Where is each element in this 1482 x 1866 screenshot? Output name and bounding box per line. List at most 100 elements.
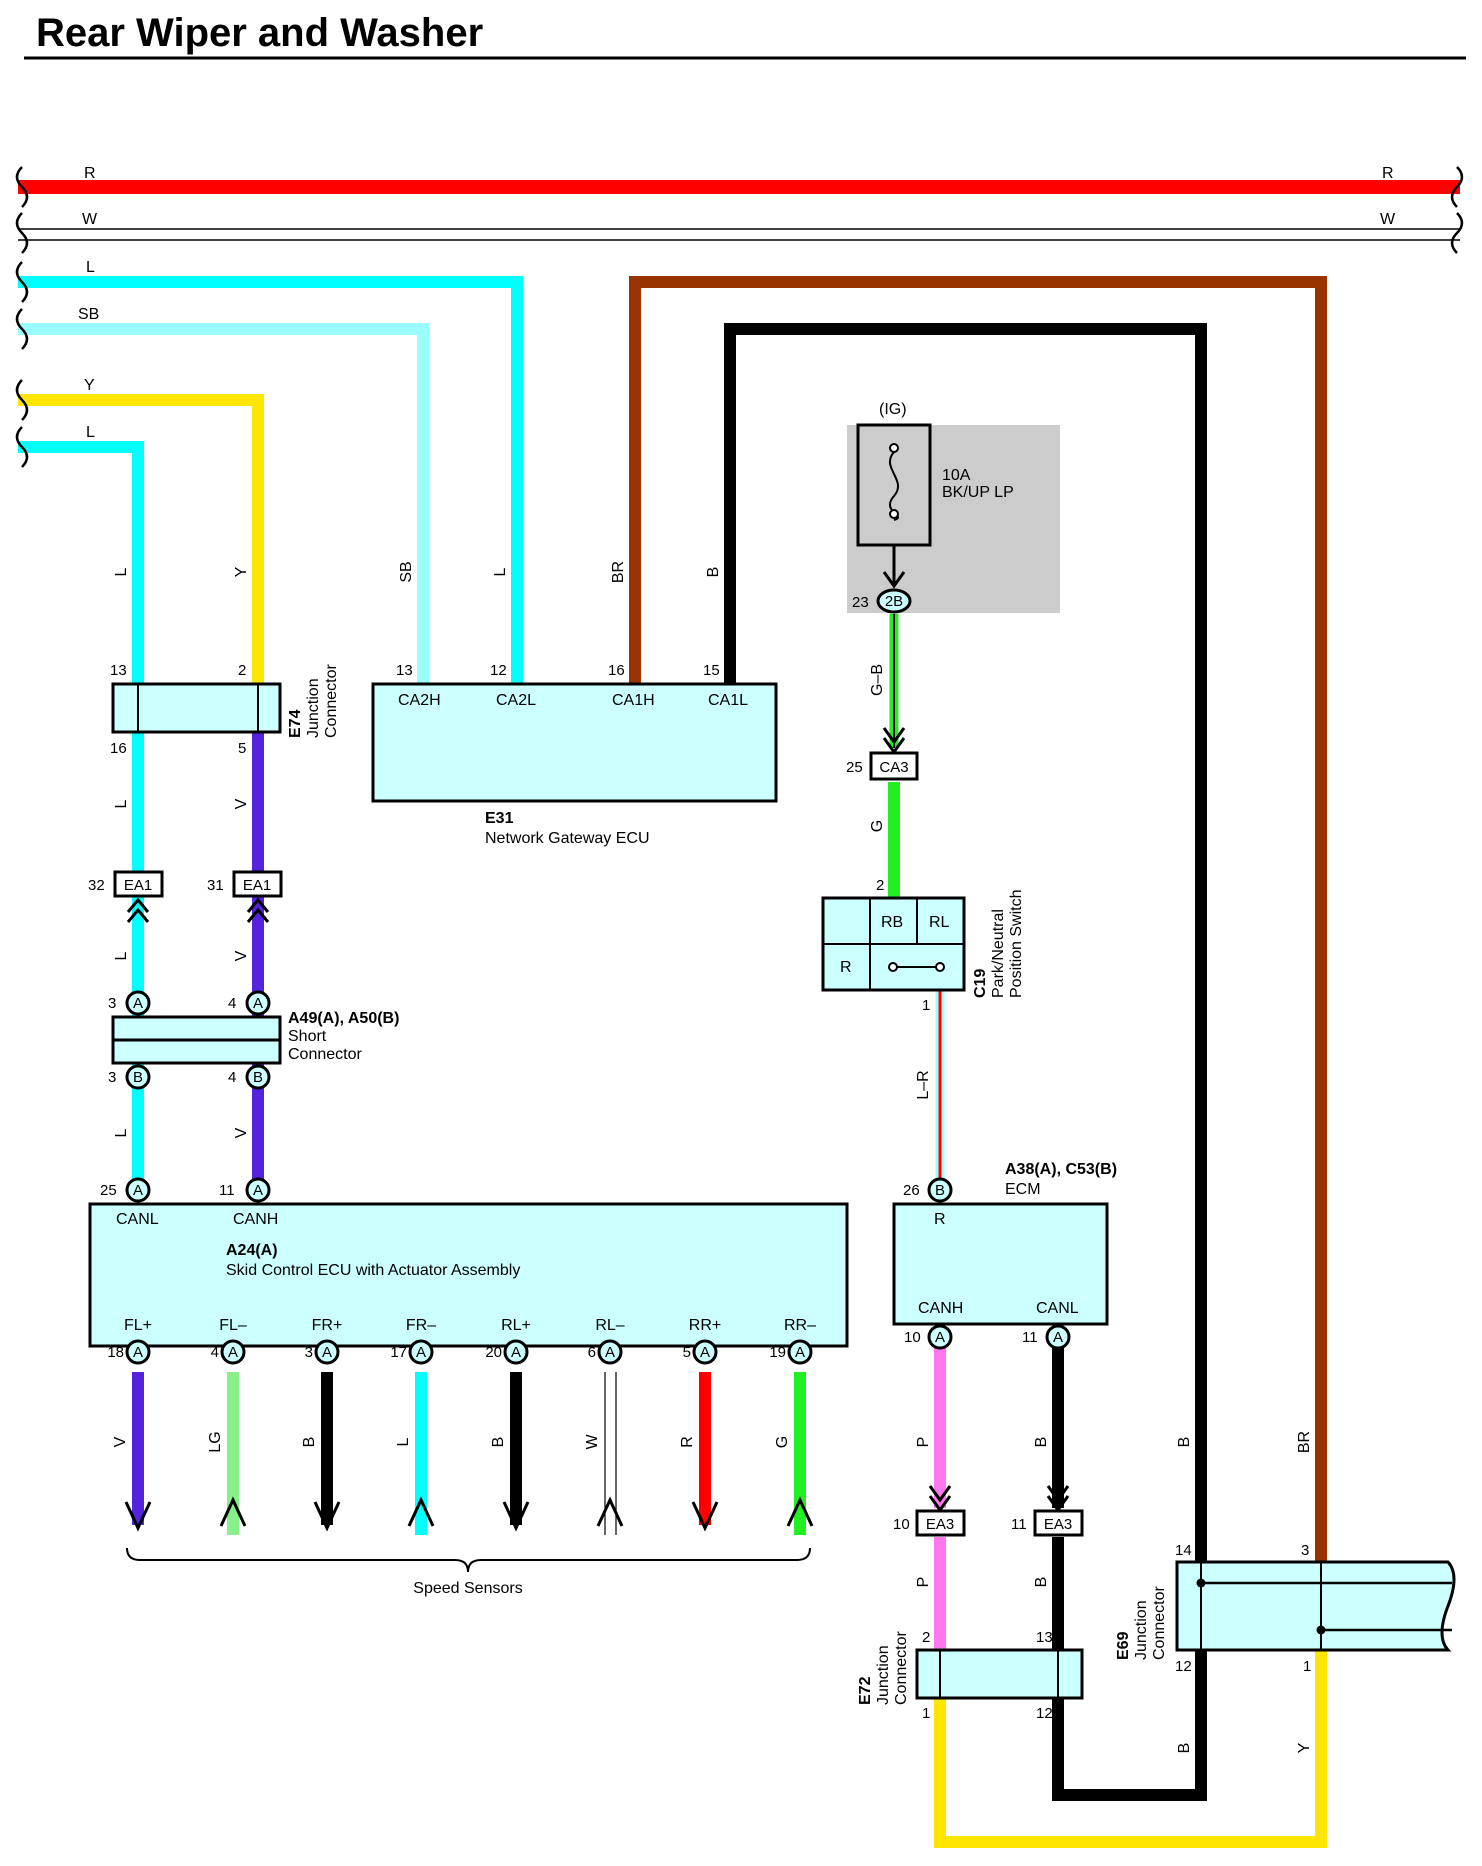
speed-sensors-brace: Speed Sensors bbox=[126, 1547, 811, 1597]
a24-top-pin-letter-1: A bbox=[133, 1182, 143, 1199]
ecm-pin-letter-2: A bbox=[1053, 1329, 1063, 1346]
a49-pin-4: 4 bbox=[228, 1069, 236, 1086]
speed-wire-label-0: V bbox=[112, 1436, 129, 1447]
bus-label-l1: L bbox=[86, 259, 95, 276]
a24-pin-jack-4 bbox=[503, 1339, 529, 1365]
wire-b-loop bbox=[1052, 1650, 1207, 1801]
wire-label-y2: Y bbox=[1296, 1742, 1313, 1753]
a24-term-1: FL– bbox=[219, 1317, 247, 1334]
wire-label-l1: L bbox=[113, 567, 130, 576]
ecm-in-pin-num: 26 bbox=[903, 1182, 920, 1199]
a24-pin-letter-7: A bbox=[795, 1344, 805, 1361]
wire-label-gb: G–B bbox=[869, 664, 886, 696]
a24-pin-num-6: 5 bbox=[683, 1344, 691, 1361]
ea1-right-pin: 31 bbox=[207, 877, 224, 894]
fuse-pin: 23 bbox=[852, 594, 869, 611]
speed-wire-label-6: R bbox=[679, 1436, 696, 1448]
e69-pin-top-left: 14 bbox=[1175, 1542, 1192, 1559]
c19-term-r: R bbox=[840, 959, 852, 976]
e31-term-ca1l: CA1L bbox=[708, 692, 748, 709]
a24-pin-jack-2 bbox=[314, 1339, 340, 1365]
a24-bottom-pins: FL+A18VFL–A4LGFR+A3BFR–A17LRL+A20BRL–A6W… bbox=[107, 1317, 816, 1532]
speed-wire-arrow-6 bbox=[691, 1501, 719, 1532]
fuse-connector: 2B bbox=[885, 593, 903, 610]
wire-label-b5: B bbox=[1176, 1743, 1193, 1754]
speed-wire-label-3: L bbox=[395, 1437, 412, 1446]
e72-pin-bot-right: 12 bbox=[1036, 1705, 1053, 1722]
a24-pin-jack-0 bbox=[125, 1339, 151, 1365]
c19-name-2: Position Switch bbox=[1008, 890, 1025, 999]
wire-label-b3: B bbox=[1033, 1577, 1050, 1588]
ea1-left-label: EA1 bbox=[124, 877, 152, 894]
fuse-bkup-lp: 2B 23 (IG) 10A BK/UP LP bbox=[847, 401, 1060, 614]
wire-b-ca1l bbox=[724, 323, 1207, 1562]
e69-pin-top-right: 3 bbox=[1301, 1542, 1309, 1559]
a24-pin-num-4: 20 bbox=[485, 1344, 502, 1361]
a24-pin-jack-5 bbox=[597, 1339, 623, 1365]
ecm-code: A38(A), C53(B) bbox=[1005, 1161, 1117, 1178]
wire-label-v3: V bbox=[233, 1127, 250, 1138]
a24-pin-jack-3 bbox=[408, 1339, 434, 1365]
a24-term-0: FL+ bbox=[124, 1317, 152, 1334]
a24-pin-letter-5: A bbox=[605, 1344, 615, 1361]
ea1-right-label: EA1 bbox=[243, 877, 271, 894]
a24-term-2: FR+ bbox=[312, 1317, 343, 1334]
e31-code: E31 bbox=[485, 810, 514, 827]
a24-term-6: RR+ bbox=[689, 1317, 721, 1334]
ecm-in-term: R bbox=[934, 1211, 946, 1228]
a24-top-pin-num-1: 25 bbox=[100, 1182, 117, 1199]
e31-pin-16: 16 bbox=[608, 662, 625, 679]
e69-name-1: Junction bbox=[1133, 1600, 1150, 1660]
a49-name-1: Short bbox=[288, 1028, 327, 1045]
e74-pin-top-left: 13 bbox=[110, 662, 127, 679]
speed-sensors-label: Speed Sensors bbox=[413, 1580, 522, 1597]
ea1-left-pin: 32 bbox=[88, 877, 105, 894]
bus-label-r-left: R bbox=[84, 165, 96, 182]
ecm: B 26 R A38(A), C53(B) ECM CANH CANL A 10… bbox=[892, 1161, 1117, 1350]
e74-name-1: Junction bbox=[305, 678, 322, 738]
ea1-connectors: EA1 32 EA1 31 bbox=[88, 870, 283, 923]
wire-label-p1: P bbox=[915, 1437, 932, 1448]
wire-label-v1: V bbox=[233, 798, 250, 809]
a49-pin-3: 3 bbox=[108, 1069, 116, 1086]
wire-sb-ca2h bbox=[18, 323, 429, 684]
fuse-rating: 10A bbox=[942, 467, 971, 484]
e31-term-ca1h: CA1H bbox=[612, 692, 655, 709]
a24-pin-num-3: 17 bbox=[390, 1344, 407, 1361]
a24-pin-letter-6: A bbox=[700, 1344, 710, 1361]
bus-label-r-right: R bbox=[1382, 165, 1394, 182]
wire-label-lr: L–R bbox=[915, 1070, 932, 1099]
speed-wire-label-2: B bbox=[301, 1437, 318, 1448]
a24-top-term-2: CANH bbox=[233, 1211, 278, 1228]
a24-code: A24(A) bbox=[226, 1242, 278, 1259]
a24-pin-num-7: 19 bbox=[769, 1344, 786, 1361]
speed-wire-label-7: G bbox=[774, 1436, 791, 1448]
c19-park-neutral-switch: RB RL R 2 1 C19 Park/Neutral Position Sw… bbox=[821, 877, 1025, 1014]
e69-name-2: Connector bbox=[1151, 1586, 1168, 1660]
a24-pin-jack-6 bbox=[692, 1339, 718, 1365]
a49-short-connector: A A B B 3 4 3 4 A49(A), A50(B) Short Con… bbox=[108, 990, 399, 1090]
e72-name-2: Connector bbox=[893, 1631, 910, 1705]
e31-pin-15: 15 bbox=[703, 662, 720, 679]
ecm-term-canl: CANL bbox=[1036, 1300, 1079, 1317]
speed-wire-label-4: B bbox=[490, 1437, 507, 1448]
e74-junction-connector: 13 2 16 5 E74 Junction Connector bbox=[110, 662, 340, 757]
ecm-pin-num-1: 10 bbox=[904, 1329, 921, 1346]
e69-pin-bot-right: 1 bbox=[1303, 1658, 1311, 1675]
bus-label-sb: SB bbox=[78, 306, 99, 323]
e74-pin-top-right: 2 bbox=[238, 662, 246, 679]
e74-pin-bot-right: 5 bbox=[238, 740, 246, 757]
ecm-name: ECM bbox=[1005, 1181, 1041, 1198]
wire-label-b2: B bbox=[1033, 1437, 1050, 1448]
a49-jack-a-right: A bbox=[253, 995, 263, 1012]
wire-label-v2: V bbox=[233, 950, 250, 961]
speed-wire-arrow-5 bbox=[596, 1496, 624, 1527]
a24-pin-letter-0: A bbox=[133, 1344, 143, 1361]
wires bbox=[18, 180, 1460, 1848]
e72-code: E72 bbox=[857, 1676, 874, 1705]
e74-code: E74 bbox=[287, 709, 304, 738]
speed-wire-arrow-7 bbox=[786, 1496, 814, 1527]
a49-pin-2: 4 bbox=[228, 995, 236, 1012]
bus-break-marks bbox=[15, 166, 1464, 468]
page-title: Rear Wiper and Washer bbox=[36, 11, 483, 55]
